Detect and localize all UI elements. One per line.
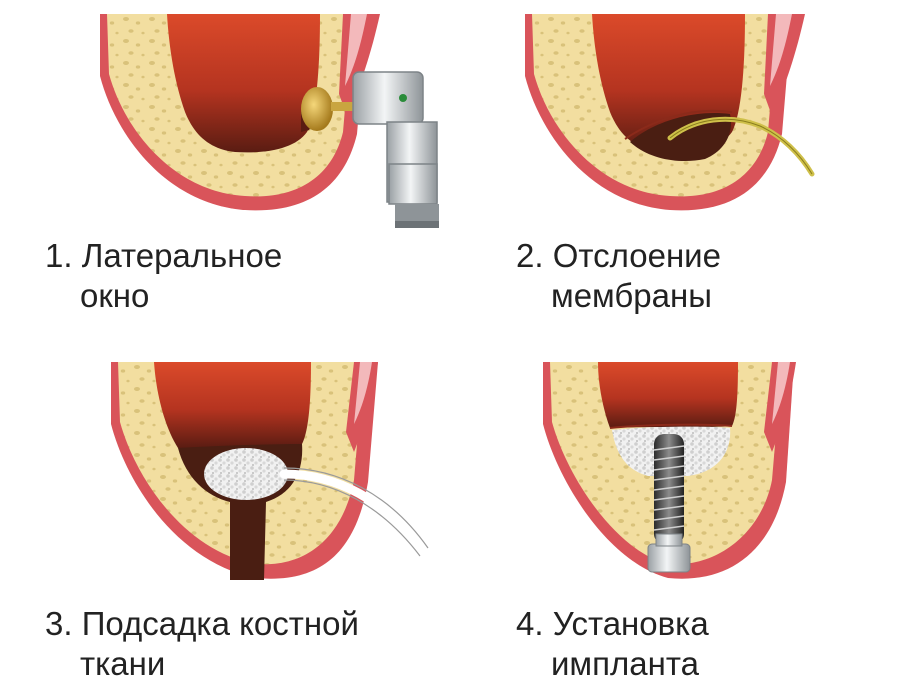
step-title-line1: Установка <box>552 605 709 642</box>
step-title-line2: импланта <box>551 645 699 682</box>
step-number: 3. <box>45 605 73 642</box>
lateral-window-illustration <box>95 14 475 234</box>
step-1-caption: 1. Латеральное окно <box>45 236 282 316</box>
membrane-elevation-illustration <box>520 14 820 234</box>
step-4-caption: 4. Установка импланта <box>516 604 709 684</box>
step-title-line1: Отслоение <box>552 237 721 274</box>
step-title-line2: ткани <box>80 645 166 682</box>
step-2-caption: 2. Отслоение мембраны <box>516 236 721 316</box>
implant-placement-illustration <box>538 362 808 588</box>
step-number: 1. <box>45 237 73 274</box>
bone-graft-illustration <box>106 362 436 588</box>
step-number: 4. <box>516 605 544 642</box>
step-number: 2. <box>516 237 544 274</box>
step-title-line2: окно <box>80 277 150 314</box>
step-title-line1: Латеральное <box>81 237 283 274</box>
step-title-line2: мембраны <box>551 277 712 314</box>
step-title-line1: Подсадка костной <box>81 605 359 642</box>
step-3-caption: 3. Подсадка костной ткани <box>45 604 359 684</box>
